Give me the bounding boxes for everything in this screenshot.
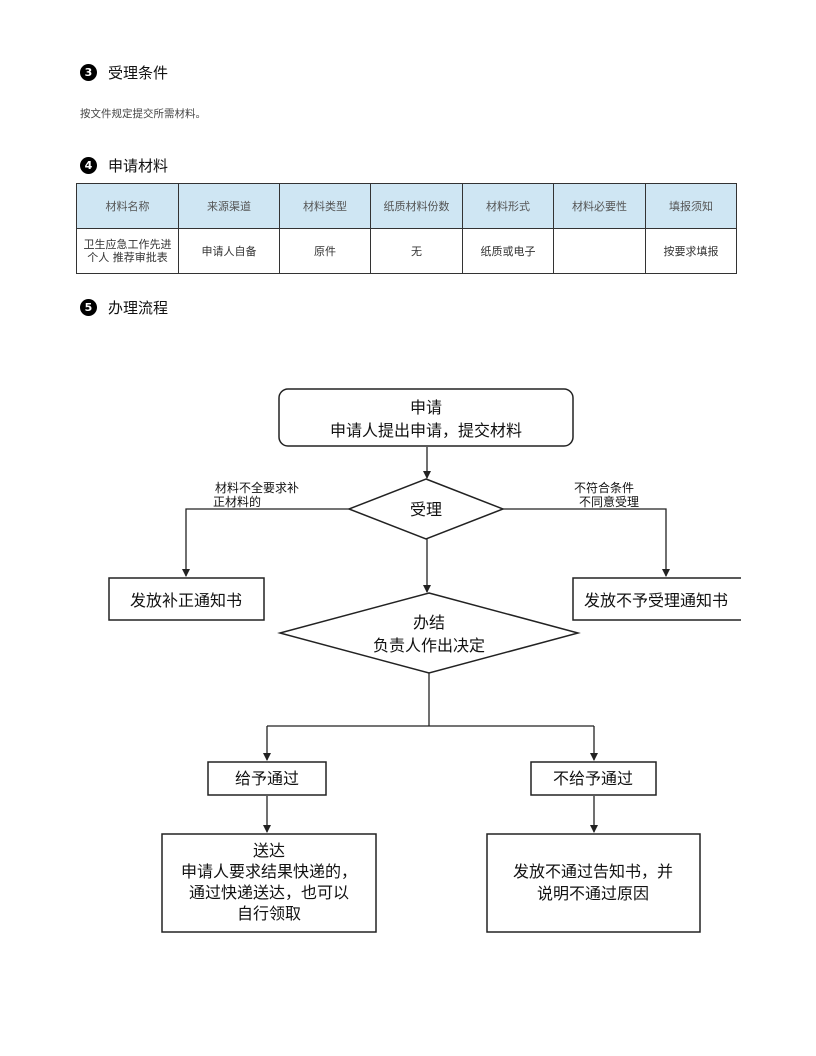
table-cell: 按要求填报 xyxy=(645,228,737,274)
decide-description: 负责人作出决定 xyxy=(373,636,485,655)
apply-description: 申请人提出申请，提交材料 xyxy=(330,421,522,440)
materials-table: 材料名称 来源渠道 材料类型 纸质材料份数 材料形式 材料必要性 填报须知 卫生… xyxy=(76,183,737,274)
correction-notice-label: 发放补正通知书 xyxy=(130,591,242,610)
deny-notice-line1: 发放不通过告知书，并 xyxy=(513,862,673,881)
table-header-row: 材料名称 来源渠道 材料类型 纸质材料份数 材料形式 材料必要性 填报须知 xyxy=(76,183,737,229)
table-cell: 纸质或电子 xyxy=(462,228,554,274)
section-number-badge: 4 xyxy=(80,157,97,174)
table-row: 卫生应急工作先进个人 推荐审批表 申请人自备 原件 无 纸质或电子 按要求填报 xyxy=(76,228,737,274)
arrow-accept-to-correction xyxy=(182,508,350,577)
section-title: 受理条件 xyxy=(108,64,169,82)
section-number-badge: 3 xyxy=(80,64,97,81)
deliver-title: 送达 xyxy=(253,841,285,860)
not-eligible-label-line1: 不符合条件 xyxy=(574,480,634,495)
section-title: 申请材料 xyxy=(108,157,169,175)
table-header-cell: 材料形式 xyxy=(462,183,554,229)
deliver-line4: 自行领取 xyxy=(237,904,301,923)
flow-node-decide: 办结 负责人作出决定 xyxy=(277,592,581,674)
deliver-line3: 通过快递送达，也可以 xyxy=(189,883,349,902)
incomplete-materials-label-line2: 正材料的 xyxy=(213,494,261,509)
deliver-line2: 申请人要求结果快递的， xyxy=(181,862,357,881)
approve-label: 给予通过 xyxy=(235,769,299,788)
table-cell: 申请人自备 xyxy=(178,228,280,274)
table-cell: 原件 xyxy=(279,228,371,274)
flow-node-accept: 受理 xyxy=(346,478,506,540)
flow-node-deny: 不给予通过 xyxy=(530,761,657,796)
flow-node-approve: 给予通过 xyxy=(207,761,327,796)
section-title: 办理流程 xyxy=(108,299,169,317)
rejection-notice-label: 发放不予受理通知书 xyxy=(584,591,728,610)
not-eligible-label-line2: 不同意受理 xyxy=(579,494,639,509)
flow-node-deny-notice: 发放不通过告知书，并 说明不通过原因 xyxy=(486,833,701,933)
table-header-cell: 纸质材料份数 xyxy=(370,183,463,229)
table-header-cell: 材料必要性 xyxy=(553,183,646,229)
section-number-badge: 5 xyxy=(80,299,97,316)
flow-node-correction-notice: 发放补正通知书 xyxy=(108,577,265,621)
apply-title: 申请 xyxy=(410,398,442,417)
decide-title: 办结 xyxy=(413,613,445,632)
flow-node-apply: 申请 申请人提出申请，提交材料 xyxy=(278,388,574,447)
deny-label: 不给予通过 xyxy=(553,769,633,788)
flow-node-rejection-notice: 发放不予受理通知书 xyxy=(572,577,741,621)
accept-label: 受理 xyxy=(410,500,442,519)
acceptance-condition-text: 按文件规定提交所需材料。 xyxy=(80,108,206,120)
section-heading-acceptance-conditions: 3 受理条件 xyxy=(80,62,168,83)
table-header-cell: 填报须知 xyxy=(645,183,737,229)
table-cell: 无 xyxy=(370,228,463,274)
arrow-accept-to-rejection xyxy=(503,508,670,577)
deny-notice-line2: 说明不通过原因 xyxy=(537,884,649,903)
incomplete-materials-label-line1: 材料不全要求补 xyxy=(215,480,299,495)
section-heading-application-materials: 4 申请材料 xyxy=(80,155,168,176)
flow-node-deliver: 送达 申请人要求结果快递的， 通过快递送达，也可以 自行领取 xyxy=(161,833,377,933)
table-cell: 卫生应急工作先进个人 推荐审批表 xyxy=(76,228,179,274)
section-heading-process-flow: 5 办理流程 xyxy=(80,297,168,318)
